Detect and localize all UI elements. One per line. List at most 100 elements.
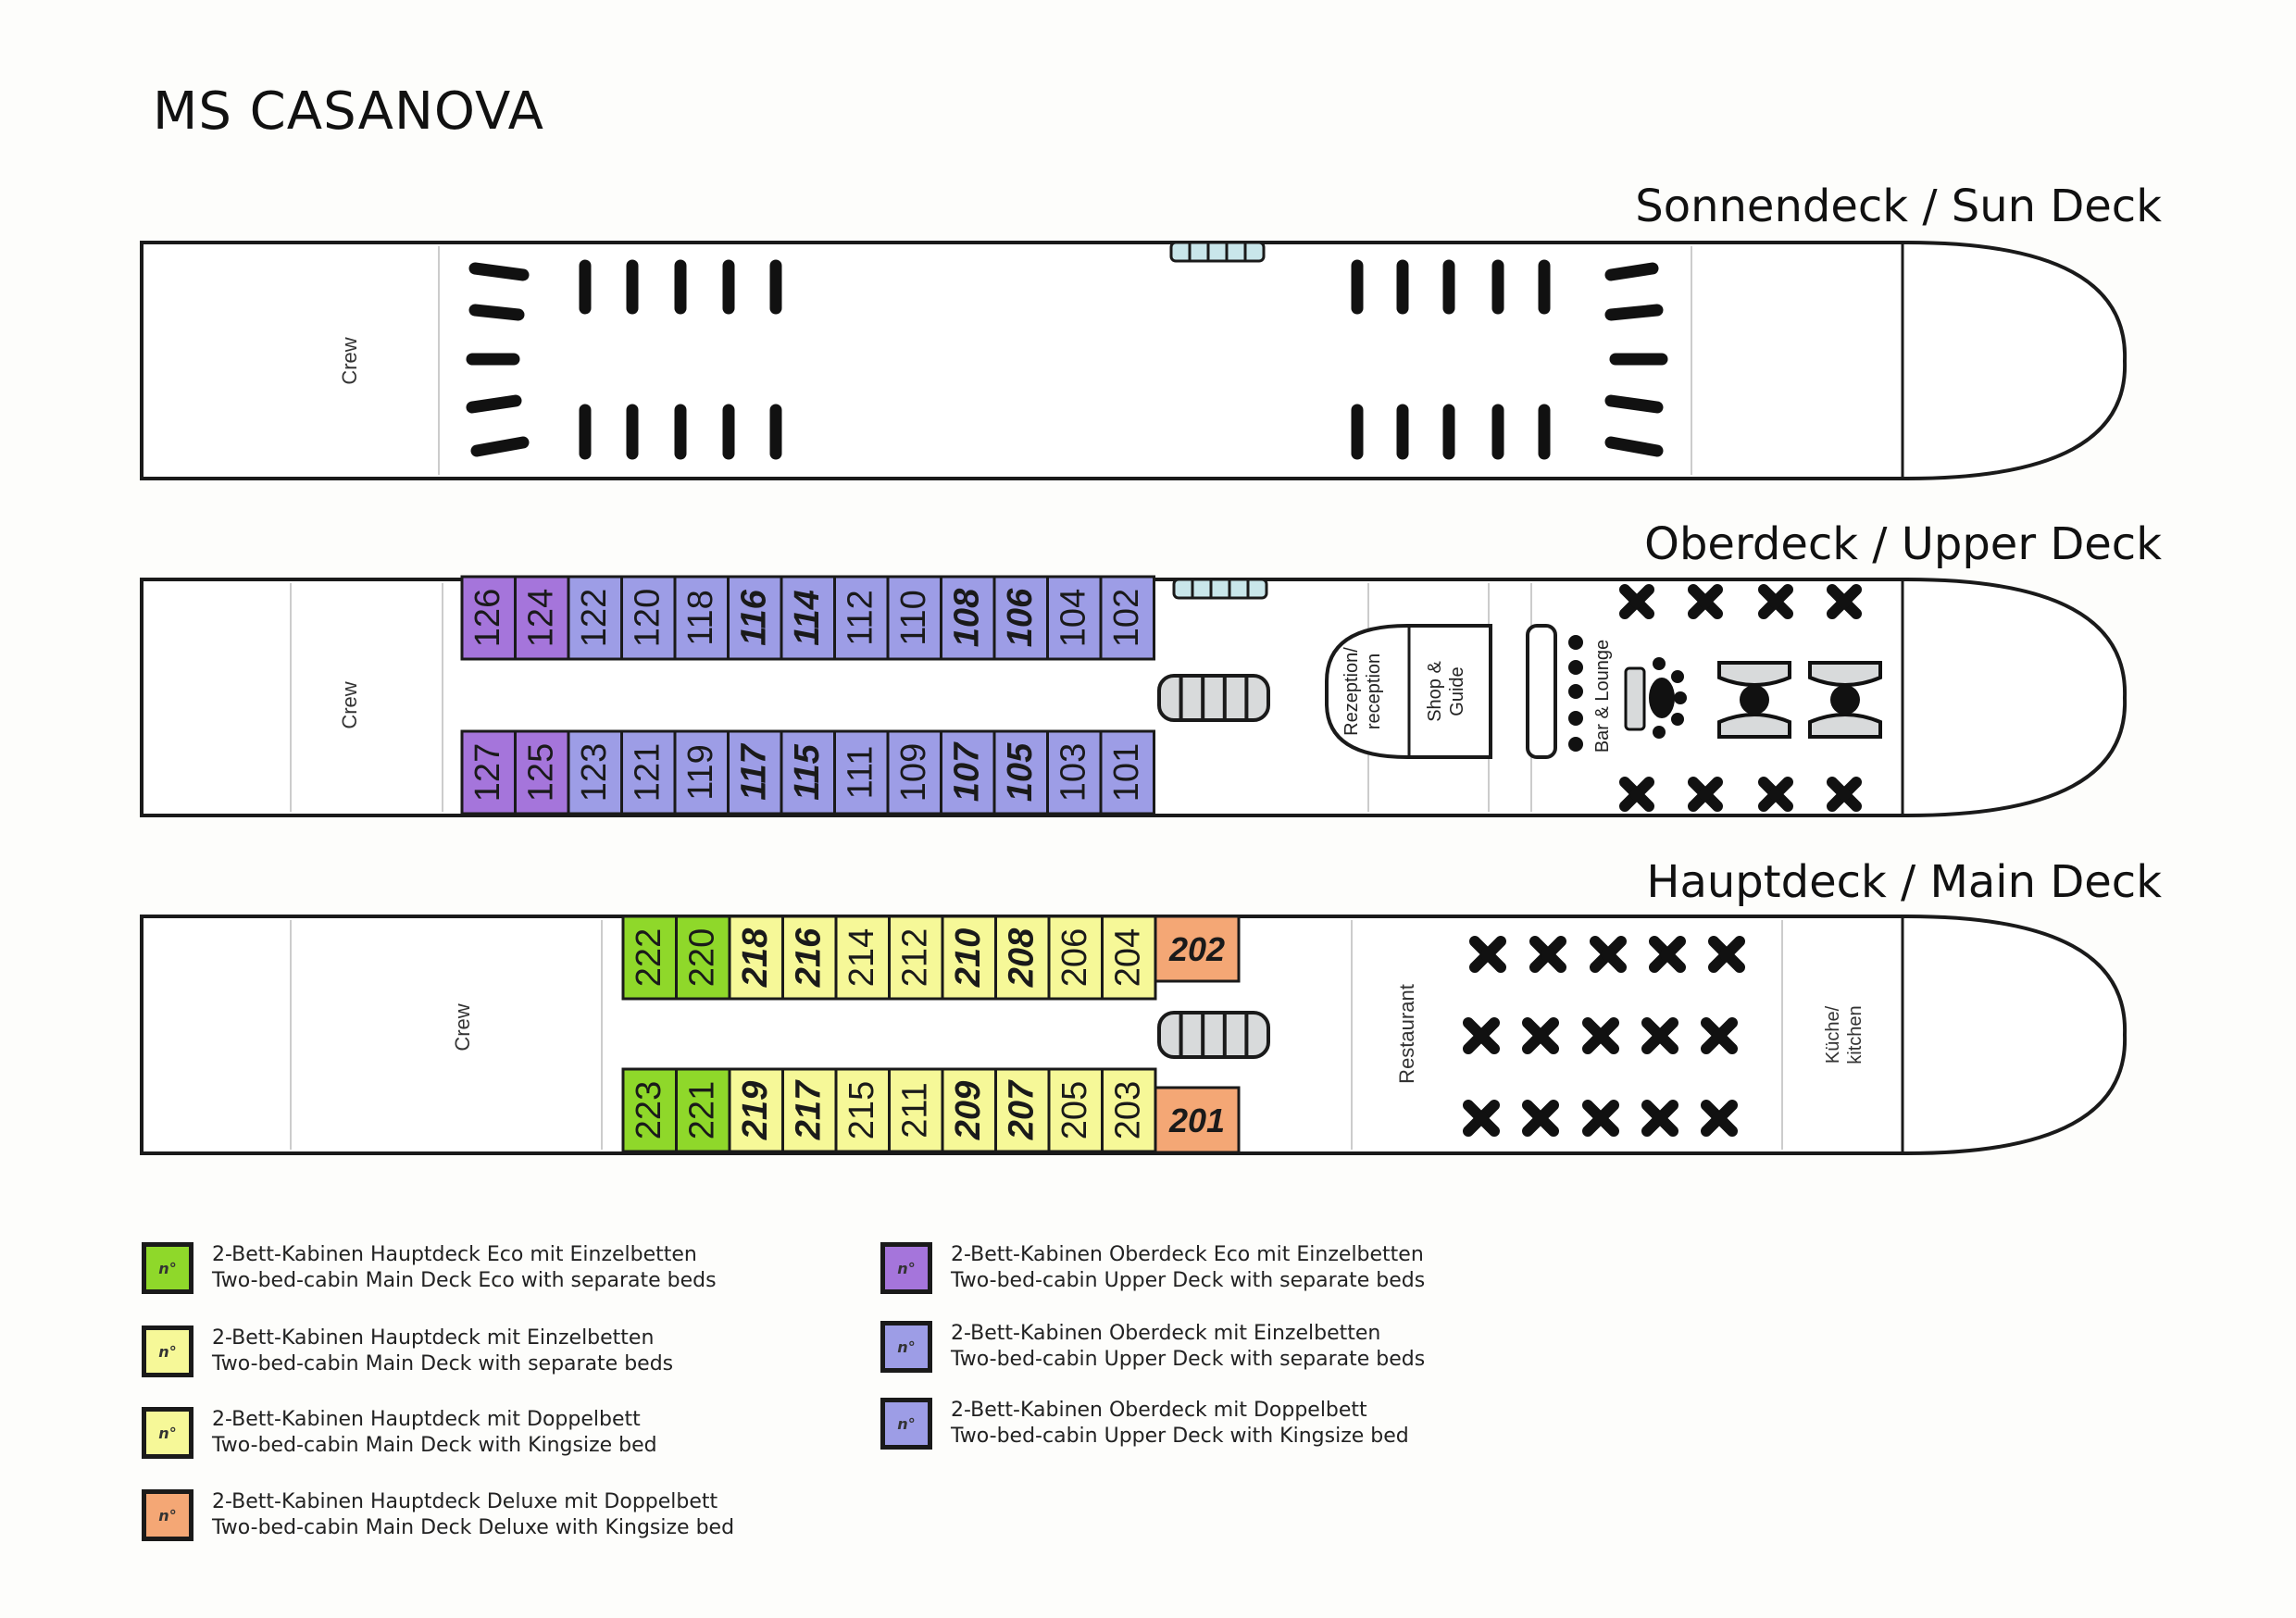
cabin-203[interactable]: 203 [1101, 1067, 1157, 1153]
cabin-103[interactable]: 103 [1046, 729, 1103, 815]
cabin-212[interactable]: 212 [888, 915, 944, 1001]
cabin-121[interactable]: 121 [620, 729, 677, 815]
cabin-number: 204 [1108, 928, 1147, 987]
cabin-box [675, 1067, 731, 1153]
lounge-sofa [1808, 713, 1882, 739]
lift-outline [1172, 578, 1268, 600]
cabin-126[interactable]: 126 [460, 575, 517, 661]
cabin-105[interactable]: 105 [992, 729, 1049, 815]
bar-stool [1568, 737, 1583, 752]
lounge-chair [1653, 726, 1666, 739]
table-with-chairs [1758, 584, 1793, 619]
cabin-114[interactable]: 114 [780, 575, 836, 661]
cabin-118[interactable]: 118 [673, 575, 730, 661]
legend-item-upper-eco: n° 2-Bett-Kabinen Oberdeck Eco mit Einze… [880, 1242, 1640, 1294]
lounge-sofa [1808, 661, 1882, 687]
cabin-108[interactable]: 108 [940, 575, 996, 661]
cabin-box [834, 1067, 891, 1153]
cabin-218[interactable]: 218 [728, 915, 784, 1001]
cabin-221[interactable]: 221 [675, 1067, 731, 1153]
cabin-206[interactable]: 206 [1047, 915, 1104, 1001]
table-with-chairs [1463, 1017, 1500, 1054]
cabin-112[interactable]: 112 [833, 575, 890, 661]
legend-en: Two-bed-cabin Upper Deck with separate b… [951, 1348, 1426, 1371]
lounge-table [1740, 685, 1769, 715]
cabin-number: 117 [734, 742, 773, 800]
cabin-box [673, 729, 730, 815]
cabin-box [941, 915, 997, 1001]
cabin-209[interactable]: 209 [941, 1067, 997, 1153]
cabin-box [727, 575, 783, 661]
cabin-116[interactable]: 116 [727, 575, 783, 661]
shop-label-line1: Shop & [1425, 661, 1445, 722]
cabin-216[interactable]: 216 [781, 915, 838, 1001]
cabin-box [621, 915, 678, 1001]
sun-loungers [466, 259, 1668, 460]
cabin-219[interactable]: 219 [728, 1067, 784, 1153]
kitchen-label-line2: kitchen [1845, 1005, 1866, 1064]
cabin-115[interactable]: 115 [780, 729, 836, 815]
cabin-110[interactable]: 110 [886, 575, 942, 661]
restaurant-label: Restaurant [1395, 984, 1418, 1084]
cabin-222[interactable]: 222 [621, 915, 678, 1001]
cabin-111[interactable]: 111 [833, 729, 890, 815]
cabin-120[interactable]: 120 [620, 575, 677, 661]
cabin-number: 107 [947, 741, 986, 802]
cabin-101[interactable]: 101 [1099, 729, 1155, 815]
main-deck-label: Hauptdeck / Main Deck [1646, 856, 2162, 908]
cabin-207[interactable]: 207 [994, 1067, 1051, 1153]
cabin-box [460, 575, 517, 661]
main-deluxe-cabins: 202 201 [1154, 915, 1241, 1154]
cabin-104[interactable]: 104 [1046, 575, 1103, 661]
cabin-208[interactable]: 208 [994, 915, 1051, 1001]
lift-outline [1169, 241, 1266, 263]
cabin-number: 115 [788, 743, 827, 800]
table-with-chairs [1522, 1017, 1559, 1054]
cabin-number: 222 [630, 928, 668, 987]
cabin-102[interactable]: 102 [1099, 575, 1155, 661]
cabin-220[interactable]: 220 [675, 915, 731, 1001]
cabin-122[interactable]: 122 [567, 575, 623, 661]
cabin-127[interactable]: 127 [460, 729, 517, 815]
cabin-box [888, 915, 944, 1001]
legend-en: Two-bed-cabin Upper Deck with Kingsize b… [951, 1425, 1409, 1448]
cabin-number: 126 [468, 589, 507, 647]
cabin-box [567, 575, 623, 661]
cabin-109[interactable]: 109 [886, 729, 942, 815]
cabin-number: 203 [1108, 1081, 1147, 1139]
legend-item-upper-standard: n° 2-Bett-Kabinen Oberdeck mit Einzelbet… [880, 1321, 1640, 1373]
bar-stool [1568, 635, 1583, 650]
cabin-202[interactable]: 202 [1154, 915, 1241, 983]
cabin-number: 207 [1002, 1079, 1041, 1140]
legend-text: 2-Bett-Kabinen Hauptdeck Deluxe mit Dopp… [212, 1489, 734, 1541]
table-with-chairs [1641, 1017, 1678, 1054]
cabin-214[interactable]: 214 [834, 915, 891, 1001]
lounge-tables [1619, 584, 1862, 812]
cabin-223[interactable]: 223 [621, 1067, 678, 1153]
cabin-211[interactable]: 211 [888, 1067, 944, 1153]
cabin-107[interactable]: 107 [940, 729, 996, 815]
cabin-210[interactable]: 210 [941, 915, 997, 1001]
table-with-chairs [1522, 1100, 1559, 1137]
cabin-117[interactable]: 117 [727, 729, 783, 815]
cabin-119[interactable]: 119 [673, 729, 730, 815]
cabin-number: 103 [1054, 743, 1092, 802]
cabin-205[interactable]: 205 [1047, 1067, 1104, 1153]
table-with-chairs [1701, 1017, 1738, 1054]
legend-de: 2-Bett-Kabinen Hauptdeck mit Einzelbette… [212, 1326, 655, 1350]
cabin-106[interactable]: 106 [992, 575, 1049, 661]
legend-de: 2-Bett-Kabinen Hauptdeck Deluxe mit Dopp… [212, 1490, 718, 1513]
table-with-chairs [1619, 777, 1654, 812]
cabin-number: 120 [628, 589, 667, 647]
cabin-124[interactable]: 124 [514, 575, 570, 661]
bar-counter [1526, 624, 1557, 759]
cabin-125[interactable]: 125 [514, 729, 570, 815]
cabin-201[interactable]: 201 [1154, 1086, 1241, 1154]
cabin-215[interactable]: 215 [834, 1067, 891, 1153]
lounge-sofa [1624, 666, 1646, 731]
cabin-123[interactable]: 123 [567, 729, 623, 815]
cabin-number: 116 [734, 589, 773, 645]
cabin-217[interactable]: 217 [781, 1067, 838, 1153]
cabin-204[interactable]: 204 [1101, 915, 1157, 1001]
